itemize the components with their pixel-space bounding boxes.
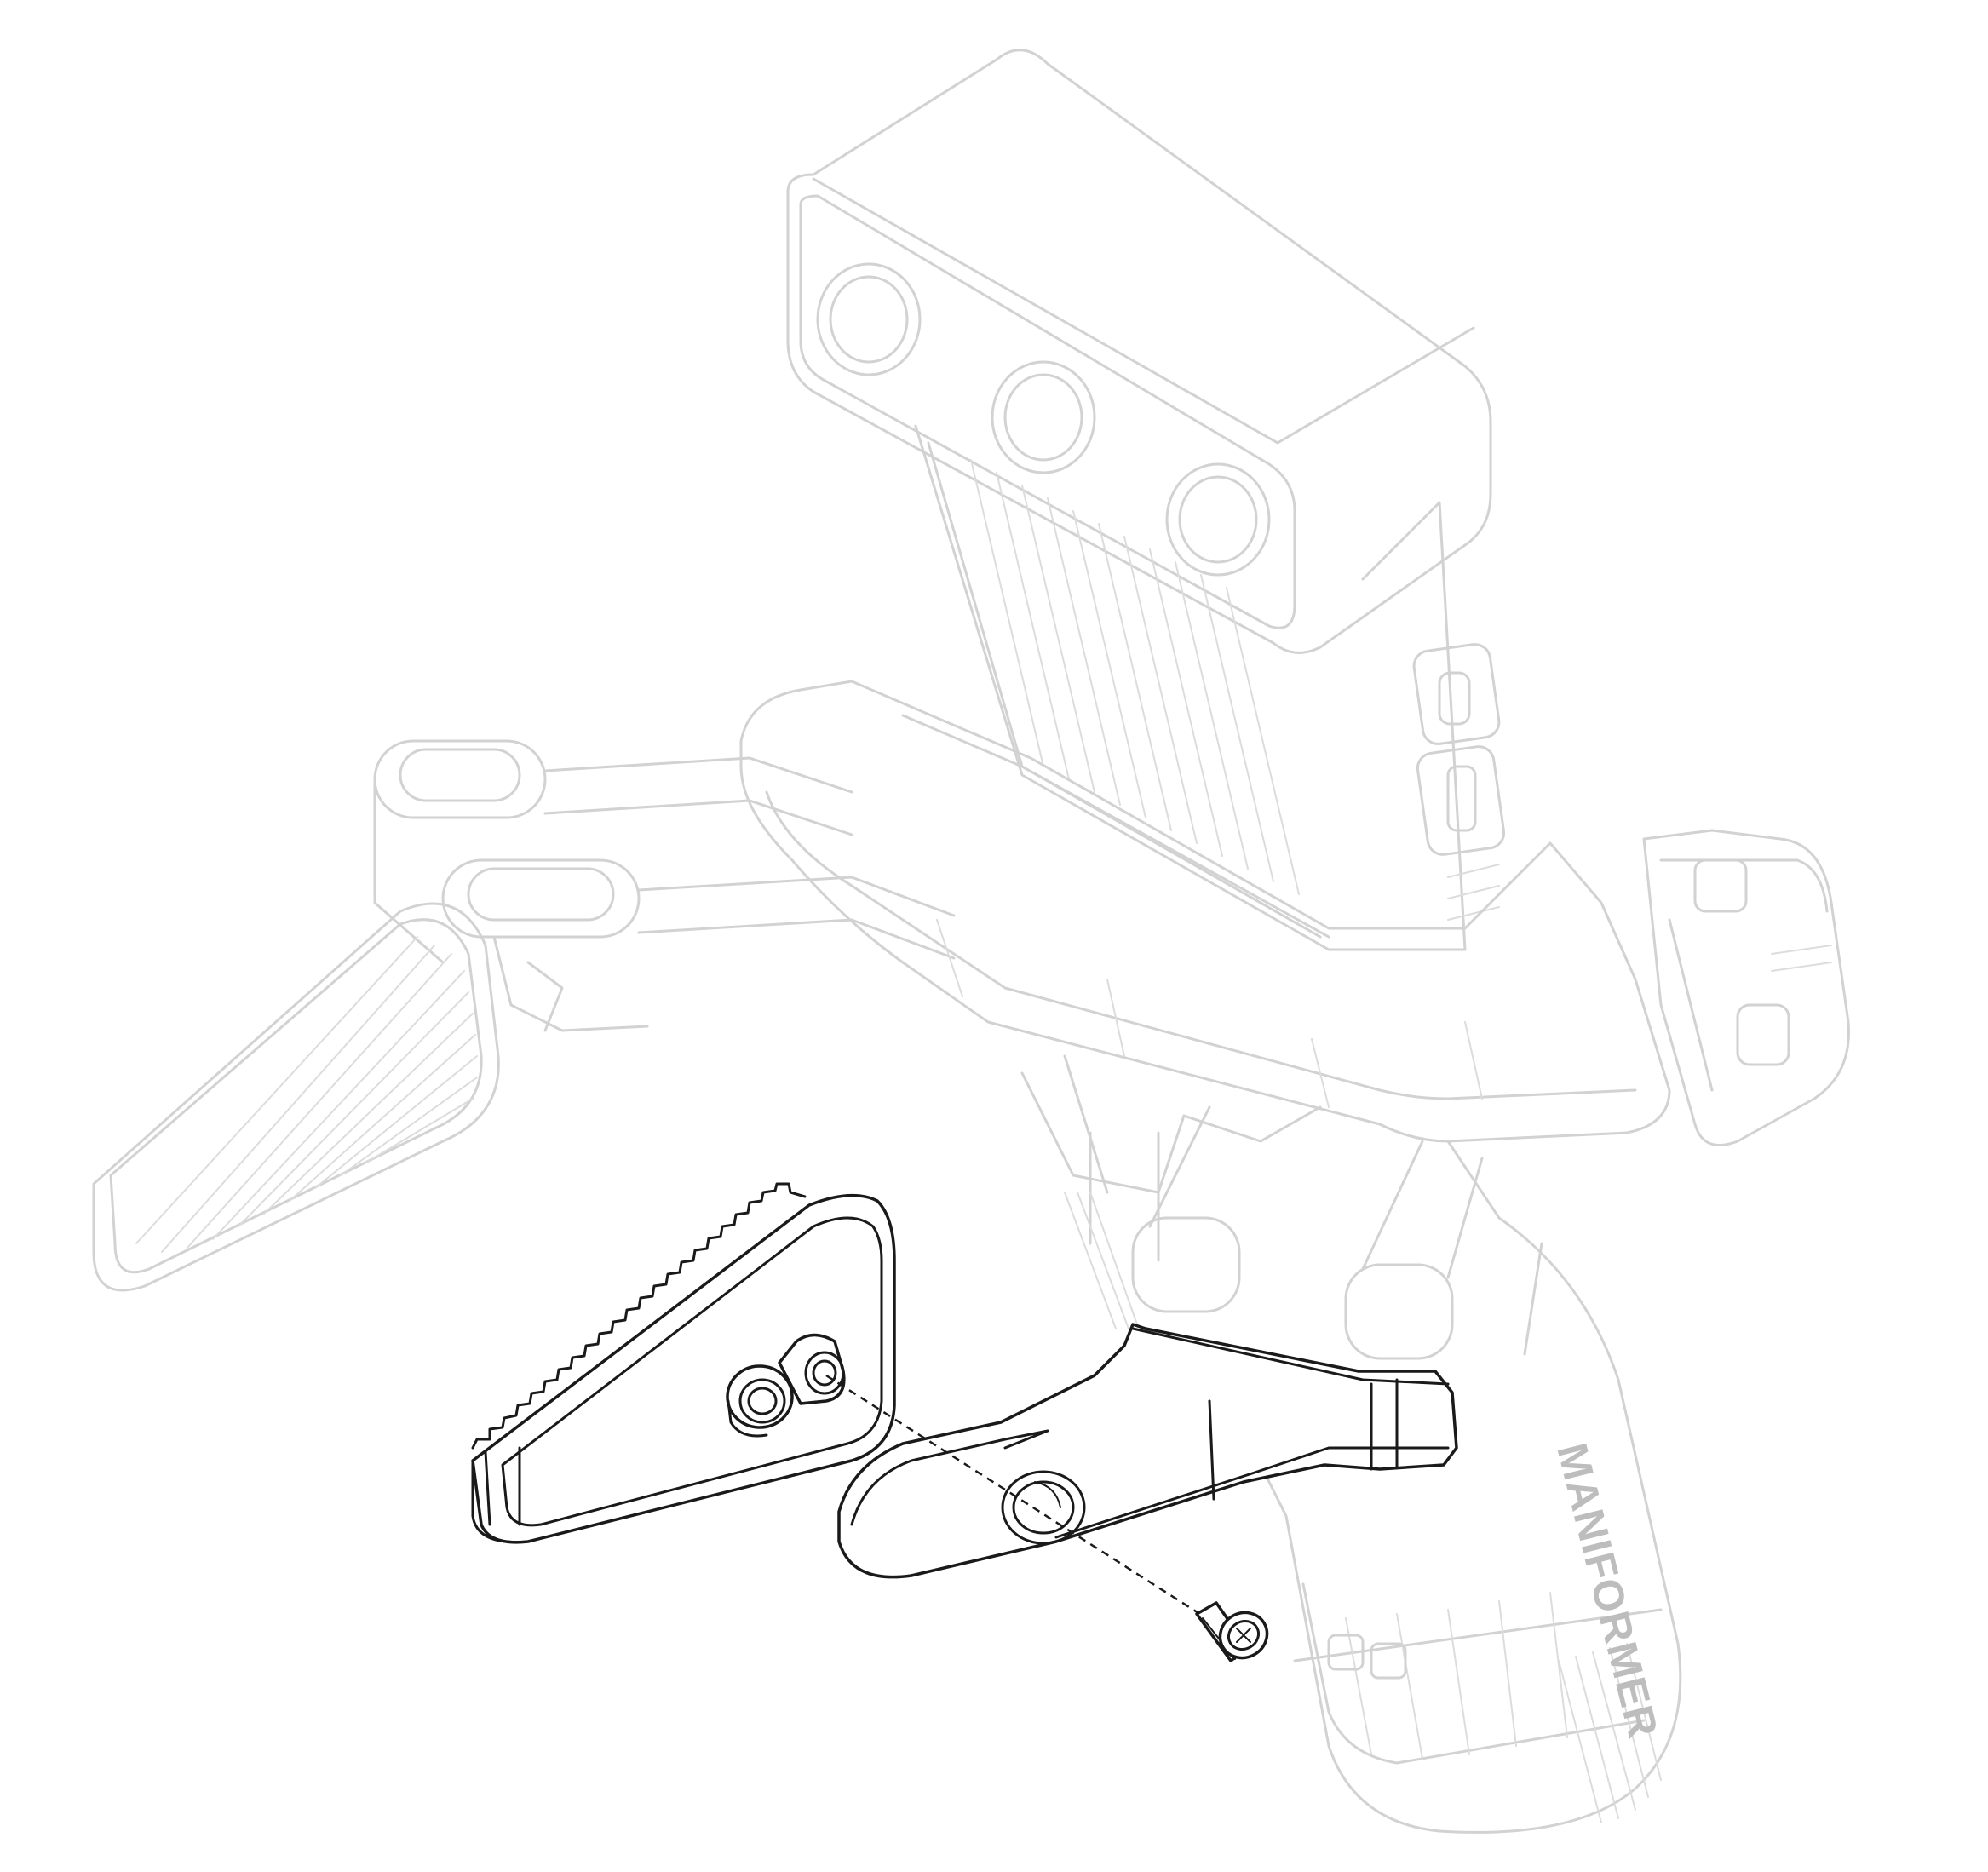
handle-grip: MANIFORMER [1250,1140,1682,1834]
left-arm-lower [441,858,956,1032]
ghosted-device: MANIFORMER [92,49,1850,1834]
screw [1195,1601,1269,1662]
left-arm-upper [373,739,853,964]
side-knob-module [1642,829,1850,1146]
pad-mounting-boss [726,1333,846,1438]
under-structure [1020,1054,1484,1360]
heatsink-body [914,424,1506,951]
camera-head [786,49,1492,654]
finger-pad [471,1182,896,1544]
finger-arm [837,1323,1458,1579]
base-plate [739,680,1671,1143]
assembly-guide-line [825,1374,1227,1633]
brand-label: MANIFORMER [1548,1438,1667,1743]
left-finger-pad [92,902,500,1292]
